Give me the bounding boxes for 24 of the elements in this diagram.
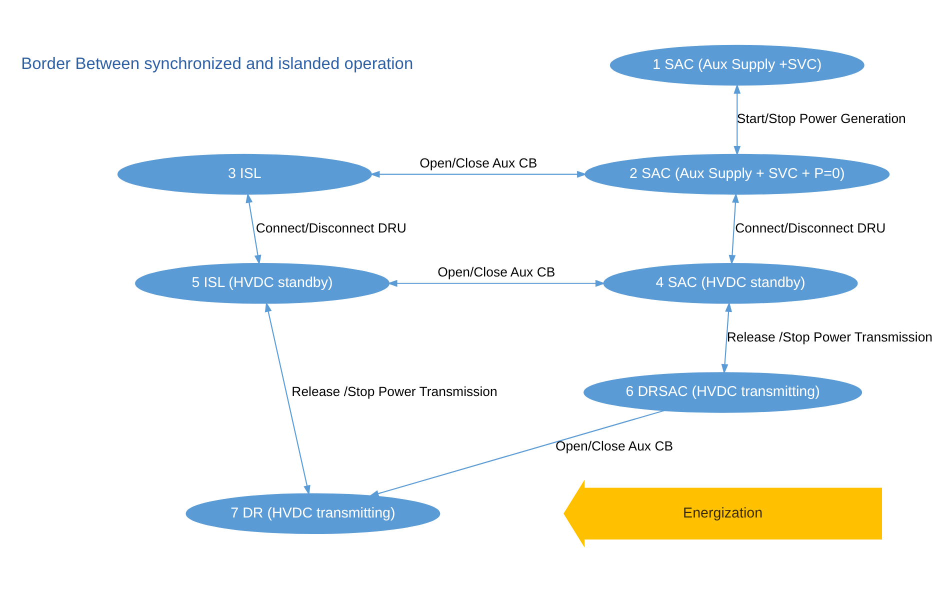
arrow xyxy=(387,280,606,287)
edge-label: Start/Stop Power Generation xyxy=(736,111,906,126)
node-ellipse: 4 SAC (HVDC standby) xyxy=(603,263,858,304)
node-ellipse: 6 DRSAC (HVDC transmitting) xyxy=(584,372,862,413)
arrow xyxy=(370,170,587,178)
edge-label: Release /Stop Power Transmission xyxy=(292,384,498,399)
edge-label: Open/Close Aux CB xyxy=(420,155,538,170)
arrow xyxy=(728,192,739,265)
arrow xyxy=(246,192,262,265)
node-ellipse: 5 ISL (HVDC standby) xyxy=(135,263,390,304)
arrow xyxy=(734,84,741,156)
edge-label: Release /Stop Power Transmission xyxy=(726,329,933,344)
edge-label: Connect/Disconnect DRU xyxy=(735,220,886,236)
edge-label: Open/Close Aux CB xyxy=(438,264,556,280)
arrow xyxy=(264,302,310,496)
node-ellipse: 2 SAC (Aux Supply + SVC + P=0) xyxy=(584,154,890,195)
node-ellipse: 7 DR (HVDC transmitting) xyxy=(186,493,440,534)
node-ellipse: 1 SAC (Aux Supply +SVC) xyxy=(610,44,864,86)
edge-label: Connect/Disconnect DRU xyxy=(256,220,406,236)
edge-label: Open/Close Aux CB xyxy=(556,438,674,454)
label: Border Between synchronized and islanded operation xyxy=(21,54,414,74)
node-ellipse: 3 ISL xyxy=(117,154,372,195)
arrow xyxy=(721,302,732,374)
arrow xyxy=(368,410,665,497)
